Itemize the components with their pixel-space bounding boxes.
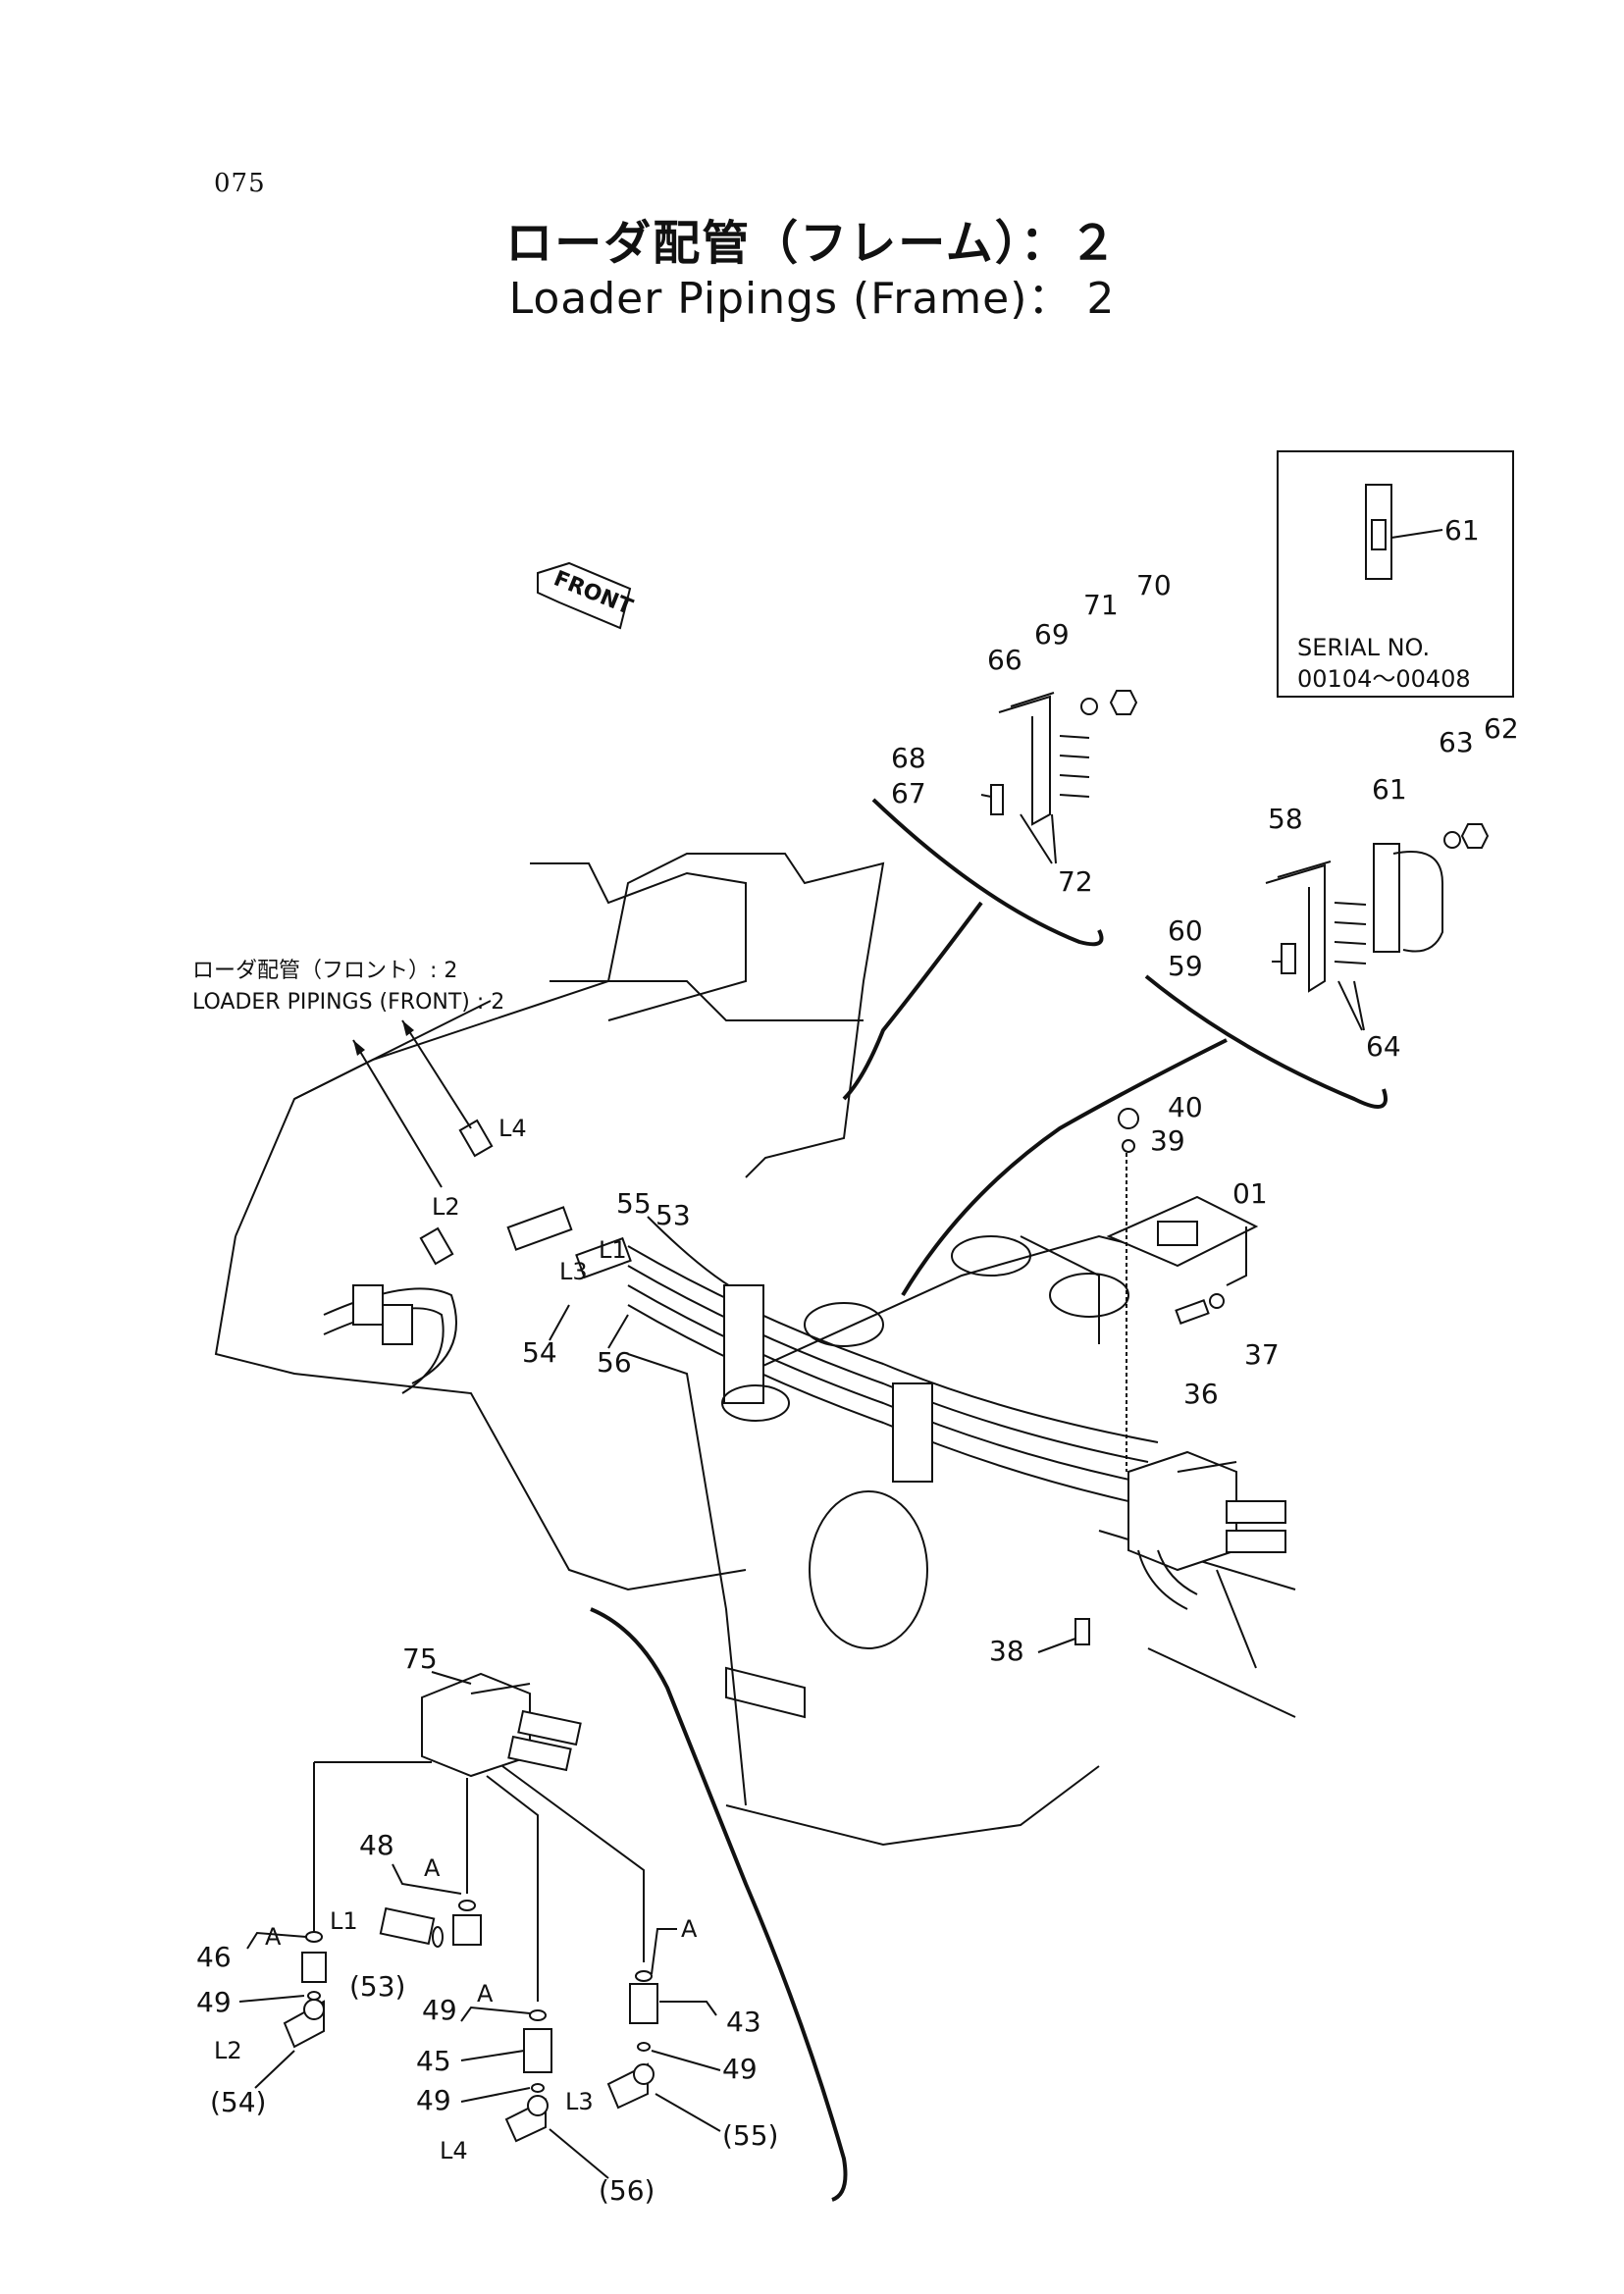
callout-40: 40 <box>1168 1091 1203 1123</box>
callout-46: 46 <box>196 1941 232 1973</box>
arrow-icon <box>402 1020 414 1036</box>
callout-61-inset: 61 <box>1444 514 1480 547</box>
callout-49-a: 49 <box>196 1986 232 2018</box>
line-label-L2: L2 <box>432 1193 460 1221</box>
detail-marker-A2: A <box>265 1923 282 1951</box>
callout-39: 39 <box>1150 1124 1185 1157</box>
page-title-japanese: ローダ配管（フレーム）：２ <box>505 216 1119 271</box>
callout-71: 71 <box>1083 589 1119 621</box>
ref-arrow-line-2 <box>401 1019 472 1129</box>
serial-range: 00104～00408 <box>1297 665 1471 693</box>
ref-arrow-line-1 <box>352 1039 443 1188</box>
line-label-L1: L1 <box>599 1236 627 1264</box>
callout-67: 67 <box>891 777 926 809</box>
callout-62: 62 <box>1484 712 1519 745</box>
callout-01: 01 <box>1232 1177 1268 1210</box>
callout-63: 63 <box>1439 726 1474 758</box>
leader-line-2 <box>901 1038 1228 1297</box>
serial-inset-box: 61 SERIAL NO. 00104～00408 <box>1277 450 1514 698</box>
line-label-L4-detail: L4 <box>440 2137 468 2164</box>
page-title-english: Loader Pipings (Frame)： 2 <box>508 274 1116 324</box>
line-label-L2-detail: L2 <box>214 2037 242 2064</box>
callout-69: 69 <box>1034 618 1070 651</box>
detail-bubble-lower <box>590 1607 848 2202</box>
callout-56-paren: (56) <box>599 2174 655 2207</box>
leader-line-1 <box>842 901 983 1101</box>
callout-72: 72 <box>1058 865 1093 898</box>
callout-56: 56 <box>597 1346 632 1379</box>
detail-marker-A1: A <box>424 1854 441 1882</box>
callout-48: 48 <box>359 1829 394 1861</box>
callout-60: 60 <box>1168 914 1203 947</box>
frame-assembly <box>214 853 1296 1847</box>
callout-55: 55 <box>616 1187 652 1220</box>
line-label-L1-detail: L1 <box>330 1907 358 1935</box>
line-label-L4: L4 <box>498 1115 527 1142</box>
callout-61: 61 <box>1372 773 1407 806</box>
callout-43: 43 <box>726 2006 761 2038</box>
callout-38: 38 <box>989 1635 1024 1667</box>
callout-64: 64 <box>1366 1030 1401 1063</box>
callout-49-c: 49 <box>416 2084 451 2116</box>
callout-45: 45 <box>416 2045 451 2077</box>
arrow-icon <box>353 1040 365 1056</box>
callout-75: 75 <box>402 1642 438 1675</box>
line-label-L3: L3 <box>559 1258 588 1285</box>
detail-bracket-66 <box>871 690 1138 947</box>
callout-49-d: 49 <box>722 2053 758 2085</box>
callout-59: 59 <box>1168 950 1203 982</box>
callout-55-paren: (55) <box>722 2119 778 2152</box>
page-number: 075 <box>214 169 266 198</box>
callout-66: 66 <box>987 644 1022 676</box>
detail-marker-A4: A <box>681 1915 698 1943</box>
front-arrow-icon: FRONT <box>537 561 636 630</box>
reference-note-jp: ローダ配管（フロント）: 2 <box>192 959 457 983</box>
callout-58: 58 <box>1268 803 1303 835</box>
callout-54-paren: (54) <box>210 2086 266 2118</box>
callout-36: 36 <box>1183 1378 1219 1410</box>
callout-54: 54 <box>522 1336 557 1369</box>
detail-bracket-58 <box>1144 823 1490 1109</box>
callout-37: 37 <box>1244 1338 1280 1371</box>
detail-marker-A3: A <box>477 1980 494 2007</box>
callout-68: 68 <box>891 742 926 774</box>
callout-53-paren: (53) <box>349 1970 405 2003</box>
line-label-L3-detail: L3 <box>565 2088 594 2115</box>
callout-53: 53 <box>655 1199 691 1231</box>
callout-49-b: 49 <box>422 1994 457 2026</box>
serial-label: SERIAL NO. <box>1297 634 1430 661</box>
reference-note-en: LOADER PIPINGS (FRONT) : 2 <box>192 990 504 1015</box>
callout-70: 70 <box>1136 569 1172 601</box>
valve-exploded-view <box>283 1672 658 2143</box>
